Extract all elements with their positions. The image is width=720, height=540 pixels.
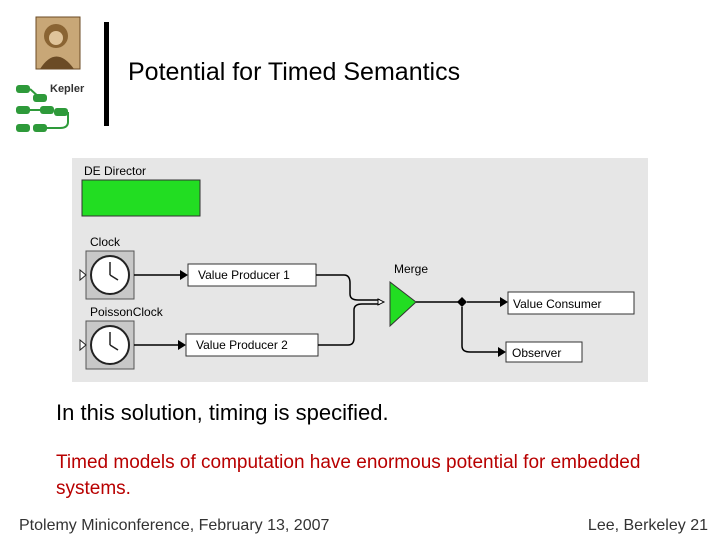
director-label: DE Director — [84, 164, 146, 178]
clock-input-port — [79, 268, 87, 282]
title-divider — [104, 22, 109, 126]
poisson-clock-actor[interactable] — [85, 320, 135, 370]
observer[interactable] — [505, 341, 583, 363]
poisson-input-port — [79, 338, 87, 352]
solution-text: In this solution, timing is specified. — [56, 400, 389, 425]
footer-event: Ptolemy Miniconference, February 13, 200… — [19, 517, 330, 534]
value-consumer-label: Value Consumer — [513, 297, 602, 311]
kepler-logo: Kepler — [16, 16, 85, 132]
value-producer-1-label: Value Producer 1 — [198, 268, 290, 282]
value-consumer[interactable] — [507, 291, 635, 315]
poisson-clock-label: PoissonClock — [90, 305, 164, 319]
observer-label: Observer — [512, 346, 561, 360]
merge-actor[interactable] — [389, 280, 417, 328]
de-model-diagram: DE Director Clock PoissonClock Value Pro… — [72, 158, 648, 382]
footer-page: Lee, Berkeley 21 — [587, 517, 708, 534]
relation-node[interactable] — [457, 297, 467, 307]
merge-label: Merge — [394, 262, 428, 276]
clock-label: Clock — [90, 235, 121, 249]
clock-actor[interactable] — [85, 250, 135, 300]
logo-wordmark: Kepler — [50, 83, 85, 95]
timed-models-text: Timed models of computation have enormou… — [56, 452, 641, 499]
de-director-block[interactable] — [81, 179, 201, 217]
slide-title: Potential for Timed Semantics — [128, 58, 461, 86]
value-producer-2-label: Value Producer 2 — [196, 338, 288, 352]
